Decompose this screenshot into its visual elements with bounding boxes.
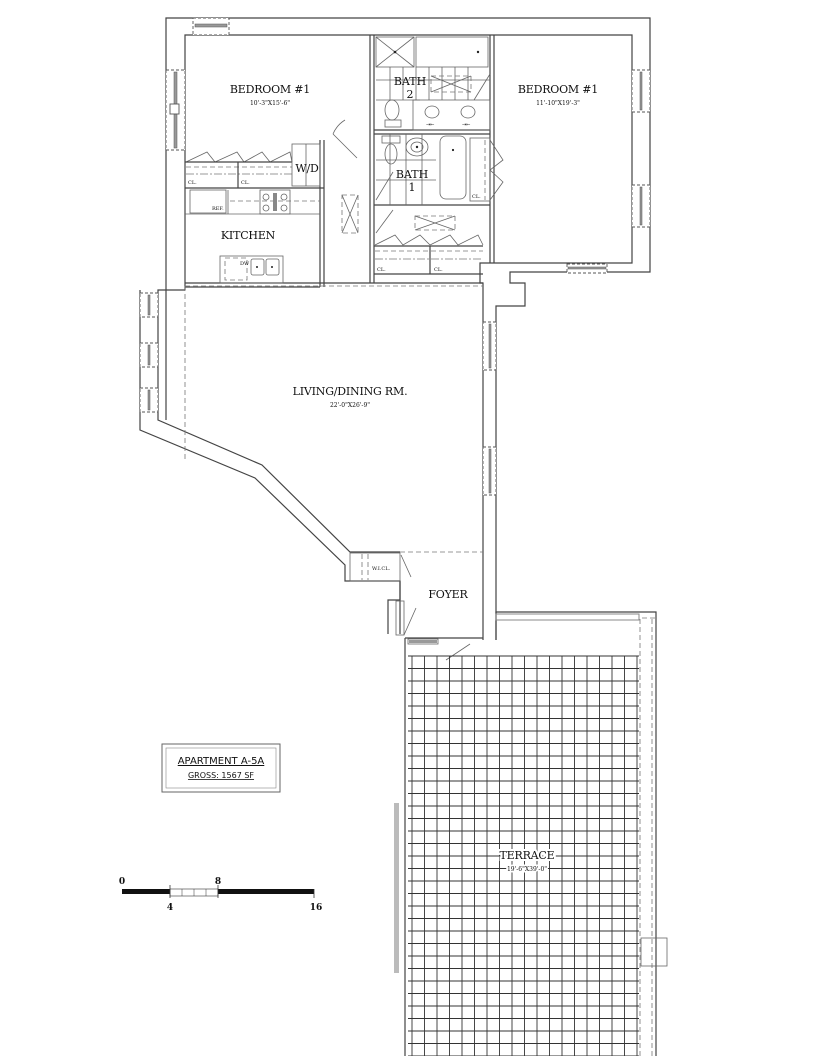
closet-door-icon <box>374 234 431 246</box>
sink-icon <box>250 258 265 276</box>
sink-icon <box>460 105 476 119</box>
washer-dryer: W/D <box>291 143 321 187</box>
kitchen-island <box>219 255 284 284</box>
closet-label: CL. <box>434 267 443 273</box>
burner-icon <box>280 193 288 201</box>
room-name-bedroom-right: BEDROOM #1 <box>518 83 598 96</box>
burner-icon <box>280 204 288 212</box>
closet-label: CL. <box>241 180 250 186</box>
apartment-label-box: APARTMENT A-5A GROSS: 1567 SF <box>161 743 281 793</box>
room-name-bath1: BATH <box>396 168 428 181</box>
scale-segment <box>122 889 170 894</box>
scale-tick-16: 16 <box>310 903 323 913</box>
hall-closets: CL. CL. <box>374 209 484 275</box>
room-name-bedroom-left: BEDROOM #1 <box>230 83 310 96</box>
bath-2: BATH 2 ⇥⇤ ⇥⇤ <box>375 36 491 131</box>
scale-segment <box>218 889 314 894</box>
room-number-bath2: 2 <box>407 88 414 101</box>
windows <box>139 17 651 496</box>
closet-door-icon <box>489 139 504 201</box>
svg-text:⇥⇤: ⇥⇤ <box>462 122 470 128</box>
dishwasher-label: DW <box>240 261 250 267</box>
scale-tick-0: 0 <box>119 877 125 887</box>
door-icon <box>473 73 491 101</box>
terrace-parapet <box>495 613 640 621</box>
room-name-foyer: FOYER <box>428 588 468 601</box>
terrace: TERRACE 19'-6"X39'-0" <box>394 611 668 1056</box>
burner-icon <box>262 204 270 212</box>
door-icon <box>375 209 394 234</box>
room-dims-bedroom-right: 11'-10"X19'-3" <box>536 100 580 107</box>
exterior-walls <box>139 17 651 640</box>
bedroom-right: BEDROOM #1 11'-10"X19'-3" <box>518 83 598 107</box>
bathtub <box>439 135 467 200</box>
room-name-bath2: BATH <box>394 75 426 88</box>
shower-stall <box>375 36 415 68</box>
closet-label: CL. <box>472 194 481 200</box>
room-name-wd: W/D <box>295 162 319 175</box>
closet-label: CL. <box>377 267 386 273</box>
bath-1: BATH 1 CL. <box>375 134 504 205</box>
room-name-living: LIVING/DINING RM. <box>293 385 408 398</box>
burner-icon <box>262 193 270 201</box>
vanity <box>412 99 491 131</box>
room-number-bath1: 1 <box>409 181 416 194</box>
closet-door-icon <box>243 151 293 163</box>
bathtub <box>415 36 489 68</box>
room-name-wic: W.I.CL. <box>372 566 391 572</box>
scale-tick-4: 4 <box>167 903 173 913</box>
sink-icon <box>405 137 429 157</box>
sink-icon <box>424 105 440 119</box>
living-dining: LIVING/DINING RM. 22'-0"X26'-9" <box>293 385 408 409</box>
door-icon <box>445 643 471 661</box>
closet-door-icon <box>185 151 245 163</box>
svg-text:⇥⇤: ⇥⇤ <box>426 122 434 128</box>
toilet-tank <box>381 135 401 144</box>
apartment-title: APARTMENT A-5A <box>178 756 265 767</box>
foyer: W.I.CL. FOYER <box>349 552 483 661</box>
bedroom-left: BEDROOM #1 10'-3"X15'-6" CL. CL. <box>185 83 358 189</box>
dishwasher <box>224 257 248 281</box>
refrigerator-label: REF. <box>212 206 224 212</box>
door-icon <box>332 133 358 159</box>
scale-tick-8: 8 <box>215 877 221 887</box>
room-name-terrace: TERRACE <box>500 849 555 862</box>
closet-door-icon <box>429 234 484 246</box>
door-icon <box>403 607 417 636</box>
sink-icon <box>265 258 280 276</box>
gross-area: GROSS: 1567 SF <box>188 771 254 780</box>
room-dims-living: 22'-0"X26'-9" <box>330 402 370 409</box>
door-icon <box>375 171 394 201</box>
terrace-tile-grid <box>408 613 640 1056</box>
door-icon <box>400 554 412 578</box>
room-name-kitchen: KITCHEN <box>221 229 276 242</box>
toilet-icon <box>384 143 398 165</box>
toilet-icon <box>384 99 400 121</box>
room-dims-bedroom-left: 10'-3"X15'-6" <box>250 100 290 107</box>
refrigerator <box>189 189 227 214</box>
room-dims-terrace: 19'-6"X39'-0" <box>507 866 547 873</box>
scale-bar: 0 4 8 16 <box>119 877 322 913</box>
closet-label: CL. <box>188 180 197 186</box>
kitchen: REF. KITCHEN DW <box>185 189 359 284</box>
